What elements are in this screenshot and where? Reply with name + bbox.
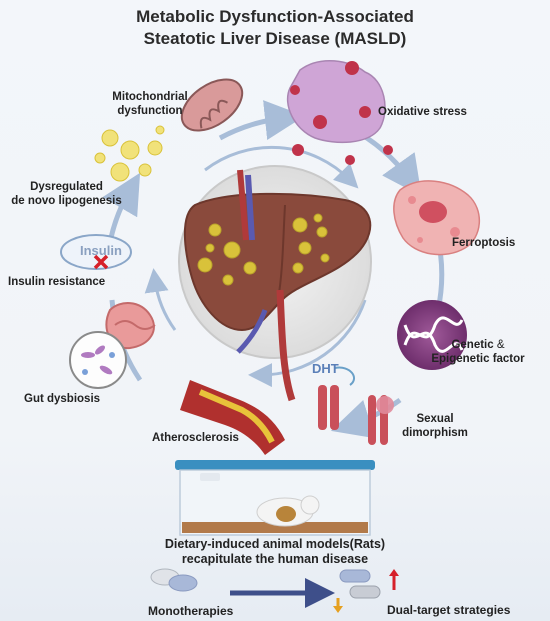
insulin-icon [60,234,132,270]
label-atherosclerosis: Atherosclerosis [152,432,239,444]
label-insulin-resistance: Insulin resistance [8,276,106,288]
label-dual-target: Dual-target strategies [387,603,511,617]
label-lipogenesis: Dysregulated de novo lipogenesis [11,181,122,207]
label-oxidative-stress: Oxidative stress [378,106,467,118]
lipid-droplets-icon [94,125,165,182]
mitochondria-icon [180,78,244,132]
insulin-word: Insulin [80,243,122,258]
dht-label: DHT [312,361,339,376]
label-ferroptosis: Ferroptosis [452,237,516,249]
label-mitochondrial: Mitochondrial dysfunction [112,91,188,117]
label-sexual-dimorphism: Sexual dimorphism [402,413,468,439]
label-gut-dysbiosis: Gut dysbiosis [24,393,101,405]
diagram-title-line1: Metabolic Dysfunction-Associated [136,7,414,26]
artery-icon [180,380,285,455]
dual-target-pills-icon [333,569,399,613]
oxidative-cell-icon [286,59,393,165]
diagram-title-line2: Steatotic Liver Disease (MASLD) [143,29,407,48]
ferroptosis-cell-icon [393,180,481,256]
dna-icon [397,300,467,370]
monotherapy-pills-icon [150,568,198,592]
chromosomes-icon [318,366,394,445]
label-genetic: Genetic & Epigenetic factor [431,339,525,365]
label-monotherapies: Monotherapies [148,604,234,618]
model-caption: Dietary-induced animal models(Rats) reca… [164,537,386,566]
inner-cycle [144,145,367,388]
liver-icon [183,169,372,402]
bacteria-lens-icon [69,331,127,389]
rat-cage-icon [175,460,375,536]
